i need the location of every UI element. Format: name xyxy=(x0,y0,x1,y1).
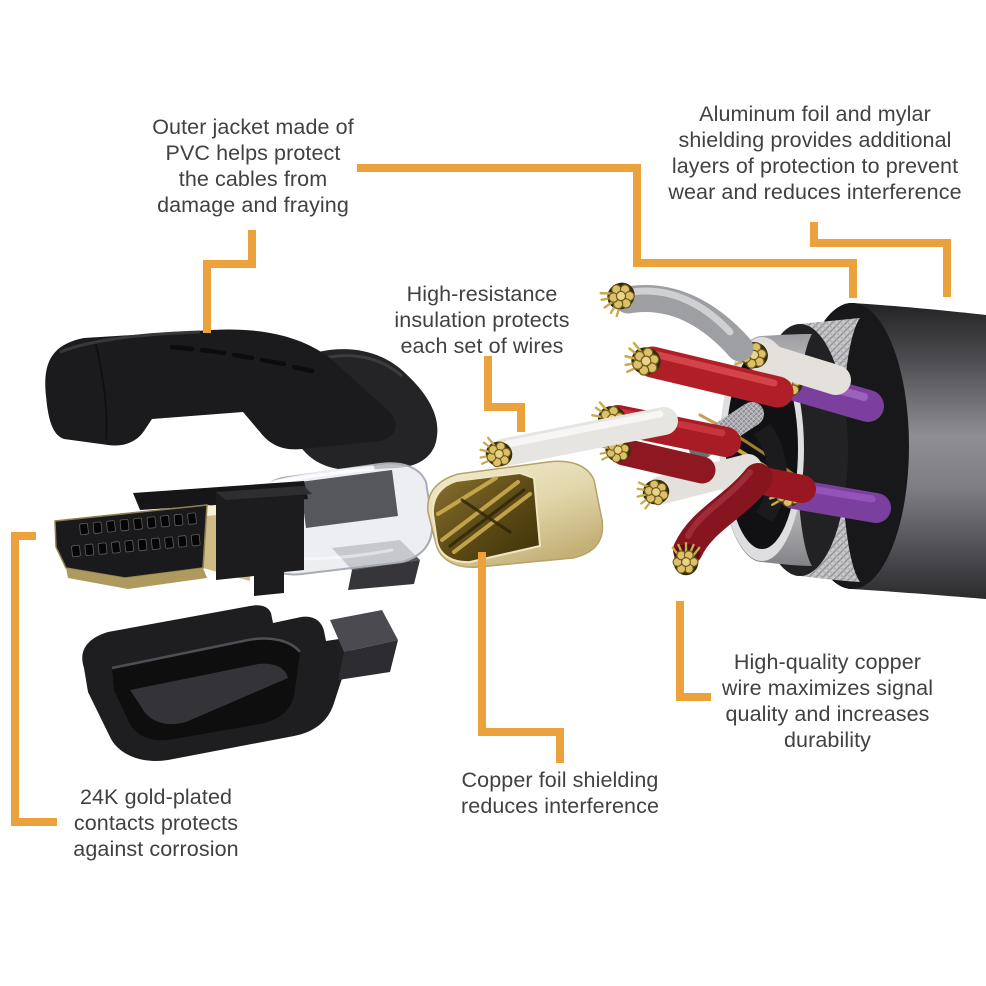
wire-red-4 xyxy=(610,438,716,484)
connector-bottom-face xyxy=(66,568,207,589)
leader-copper-wire xyxy=(676,601,711,701)
wire-maroon-hanging xyxy=(673,463,773,565)
wire-red-1 xyxy=(636,346,794,408)
label-copper-foil: Copper foil shielding reduces interferen… xyxy=(461,768,659,818)
label-aluminum-shielding: Aluminum foil and mylar shielding provid… xyxy=(668,102,962,204)
bottom-shell-floor xyxy=(130,663,288,725)
wire-copper-strand-2 xyxy=(698,413,800,480)
leader-outer-jacket-right xyxy=(357,164,857,298)
label-gold-contacts: 24K gold-plated contacts protects agains… xyxy=(73,785,239,861)
leader-aluminum-shielding xyxy=(810,222,951,297)
cable-cutaway xyxy=(476,275,986,599)
hdmi-gold-connector xyxy=(54,481,312,596)
wire-white-lower xyxy=(492,407,678,466)
pin-block xyxy=(216,486,304,596)
top-shell-emboss xyxy=(169,344,315,374)
leader-gold-contacts xyxy=(11,532,57,826)
leader-insulation xyxy=(484,356,525,432)
leader-lines xyxy=(11,164,951,826)
connector-pins xyxy=(71,512,201,558)
connector-top-shell xyxy=(45,329,438,470)
wire-gray-arc xyxy=(614,285,754,362)
wire-bundle xyxy=(476,275,891,577)
leader-copper-foil xyxy=(478,552,564,763)
label-outer-jacket: Outer jacket made of PVC helps protect t… xyxy=(152,115,354,217)
wire-white-1 xyxy=(743,341,851,395)
top-shell-main xyxy=(45,329,396,450)
copper-foil-shield xyxy=(427,460,604,568)
leader-outer-jacket-down xyxy=(203,230,256,333)
label-insulation: High-resistance insulation protects each… xyxy=(394,282,570,358)
wire-purple-1 xyxy=(776,368,884,422)
connector-bottom-shell xyxy=(82,605,351,761)
metal-shell-fragments xyxy=(330,540,420,680)
label-copper-wire: High-quality copper wire maximizes signa… xyxy=(721,650,934,752)
